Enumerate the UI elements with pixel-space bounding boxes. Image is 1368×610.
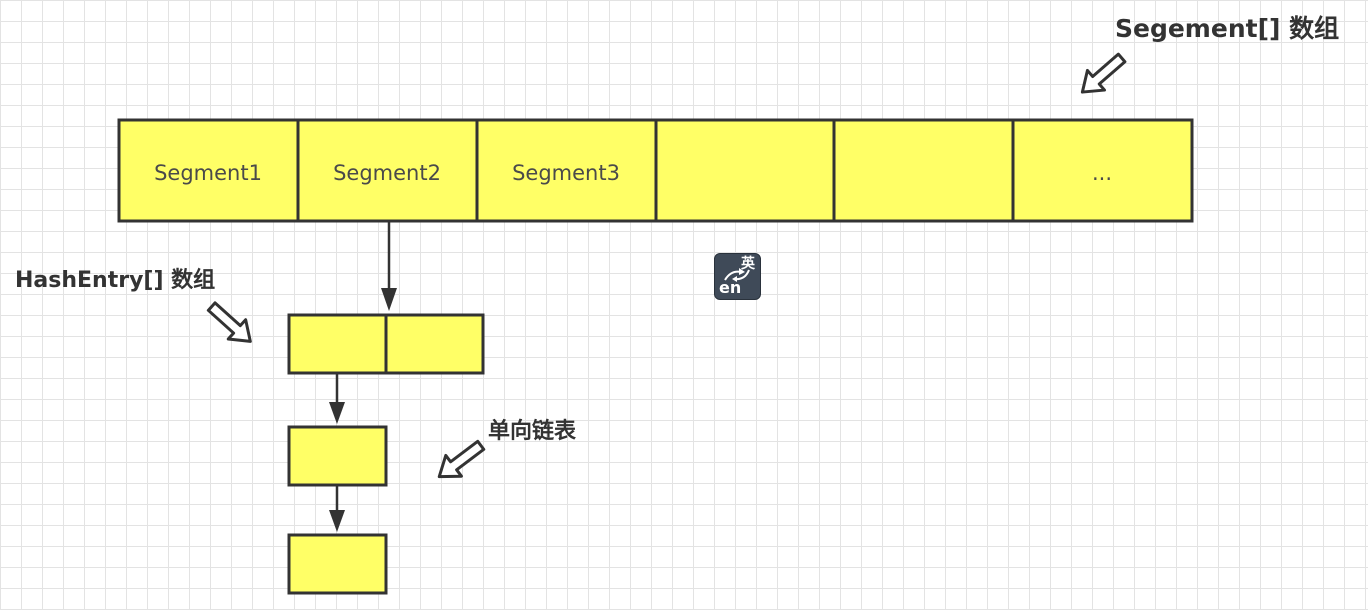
segment-cell-3 xyxy=(475,118,658,223)
list-connector-2 xyxy=(329,486,345,532)
segment-cell-5 xyxy=(832,118,1015,223)
linked-list-caption: 单向链表 xyxy=(488,418,577,444)
segment-label-2: Segment2 xyxy=(333,161,441,185)
segment-array-caption: Segement[] 数组 xyxy=(1115,14,1339,43)
hashentry-caption-pointer-arrow-icon xyxy=(206,301,252,343)
linked-list xyxy=(287,425,388,595)
segment-label-1: Segment1 xyxy=(154,161,262,185)
hashentry-cell-2 xyxy=(384,313,485,375)
linked-list-pointer-arrow-icon xyxy=(437,439,486,479)
swap-arrows-icon xyxy=(724,268,750,282)
list-node-1 xyxy=(287,425,388,487)
ime-english-label: en xyxy=(719,278,742,297)
segment-cell-2 xyxy=(296,118,479,223)
list-connector-1 xyxy=(329,374,345,424)
hashentry-array-caption: HashEntry[] 数组 xyxy=(15,267,215,293)
list-node-2 xyxy=(287,533,388,595)
segment-cell-6 xyxy=(1011,118,1194,223)
hashentry-array xyxy=(287,313,485,375)
ime-language-toggle[interactable]: 英 en xyxy=(714,253,761,300)
ime-chinese-label: 英 xyxy=(741,256,755,272)
segment-cell-1 xyxy=(117,118,300,223)
segment-array: Segment1 Segment2 Segment3 ... xyxy=(117,118,1194,223)
segment-cell-4 xyxy=(654,118,836,223)
hashentry-cell-1 xyxy=(287,313,388,375)
segment-label-6: ... xyxy=(1092,161,1112,185)
segment-caption-pointer-arrow-icon xyxy=(1080,52,1127,94)
segment-to-hashentry-connector xyxy=(381,222,397,311)
segment-label-3: Segment3 xyxy=(512,161,620,185)
